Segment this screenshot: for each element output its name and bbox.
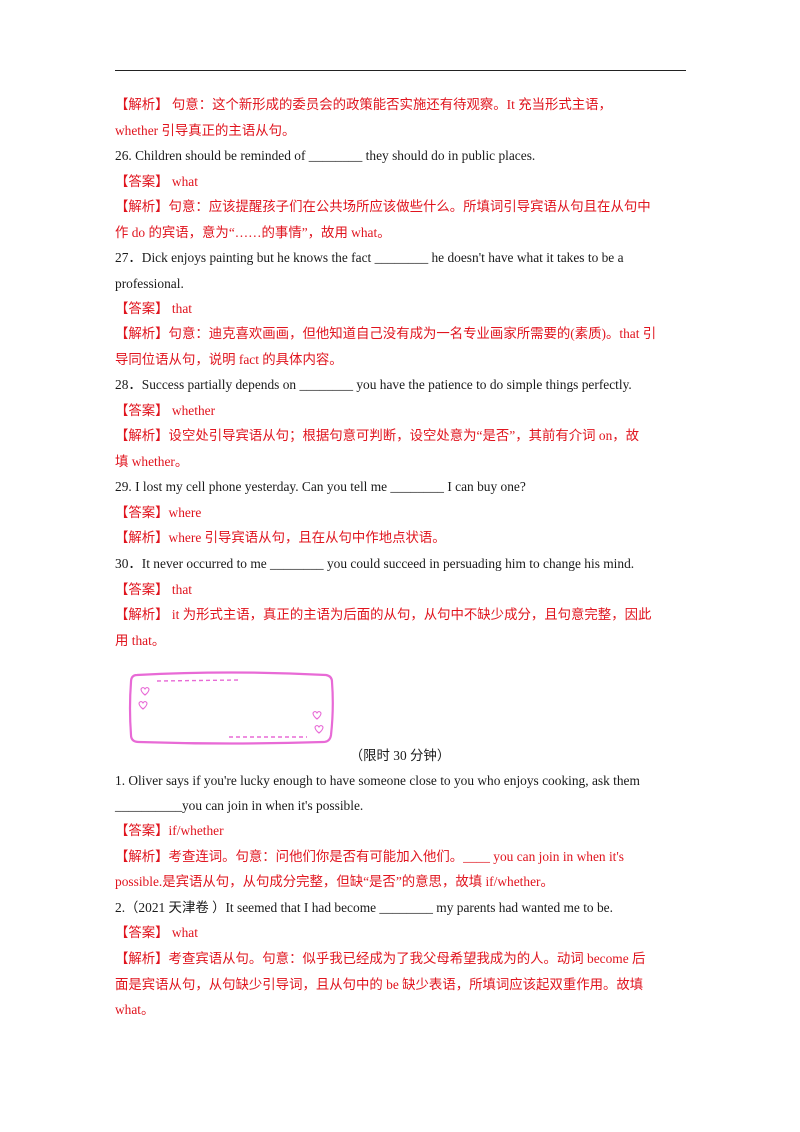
text-line-12: 28．Success partially depends on ________… xyxy=(115,377,632,392)
text-line-5: 【解析】句意：应该提醒孩子们在公共场所应该做些什么。所填词引导宾语从句且在从句中 xyxy=(115,199,651,214)
text-line-4: 【答案】 what xyxy=(115,174,198,189)
text-line-15: 填 whether。 xyxy=(115,454,189,469)
text-line-28: 2.（2021 天津卷 ）It seemed that I had become… xyxy=(115,900,613,915)
text-line-13: 【答案】 whether xyxy=(115,403,216,418)
text-line-7: 27．Dick enjoys painting but he knows the… xyxy=(115,250,624,265)
text-line-30: 【解析】考查宾语从句。句意：似乎我已经成为了我父母希望我成为的人。动词 beco… xyxy=(115,951,646,966)
text-line-17: 【答案】where xyxy=(115,505,202,520)
text-line-19: 30．It never occurred to me ________ you … xyxy=(115,556,635,571)
text-line-6: 作 do 的宾语，意为“……的事情”，故用 what。 xyxy=(115,225,391,240)
text-line-10: 【解析】句意：迪克喜欢画画，但他知道自己没有成为一名专业画家所需要的(素质)。t… xyxy=(115,326,657,341)
text-line-22: 用 that。 xyxy=(115,633,166,648)
text-line-16: 29. I lost my cell phone yesterday. Can … xyxy=(115,479,526,494)
text-line-27: possible.是宾语从句，从句成分完整，但缺“是否”的意思，故填 if/wh… xyxy=(115,874,554,889)
text-line-21: 【解析】 it 为形式主语，真正的主语为后面的从句，从句中不缺少成分，且句意完整… xyxy=(115,607,652,622)
text-line-2: whether 引导真正的主语从句。 xyxy=(115,123,296,138)
text-line-11: 导同位语从句，说明 fact 的具体内容。 xyxy=(115,352,343,367)
time-limit-note: （限时 30 分钟） xyxy=(349,748,451,763)
text-line-20: 【答案】 that xyxy=(115,582,192,597)
text-line-3: 26. Children should be reminded of _____… xyxy=(115,148,536,163)
text-line-31: 面是宾语从句，从句缺少引导词，且从句中的 be 缺少表语，所填词应该起双重作用。… xyxy=(115,977,644,992)
text-line-14: 【解析】设空处引导宾语从句；根据句意可判断，设空处意为“是否”，其前有介词 on… xyxy=(115,428,640,443)
text-line-32: what。 xyxy=(115,1002,155,1017)
text-line-29: 【答案】 what xyxy=(115,925,198,940)
text-line-18: 【解析】where 引导宾语从句，且在从句中作地点状语。 xyxy=(115,530,446,545)
text-line-8: professional. xyxy=(115,276,184,291)
text-line-26: 【解析】考查连词。句意：问他们你是否有可能加入他们。____ you can j… xyxy=(115,849,625,864)
text-line-1: 【解析】 句意：这个新形成的委员会的政策能否实施还有待观察。It 充当形式主语， xyxy=(115,97,612,112)
text-line-9: 【答案】 that xyxy=(115,301,192,316)
text-line-24: __________you can join in when it's poss… xyxy=(115,798,364,813)
text-line-23: 1. Oliver says if you're lucky enough to… xyxy=(115,773,640,788)
decorative-frame xyxy=(128,671,334,745)
header-rule xyxy=(115,70,686,71)
text-line-25: 【答案】if/whether xyxy=(115,823,224,838)
